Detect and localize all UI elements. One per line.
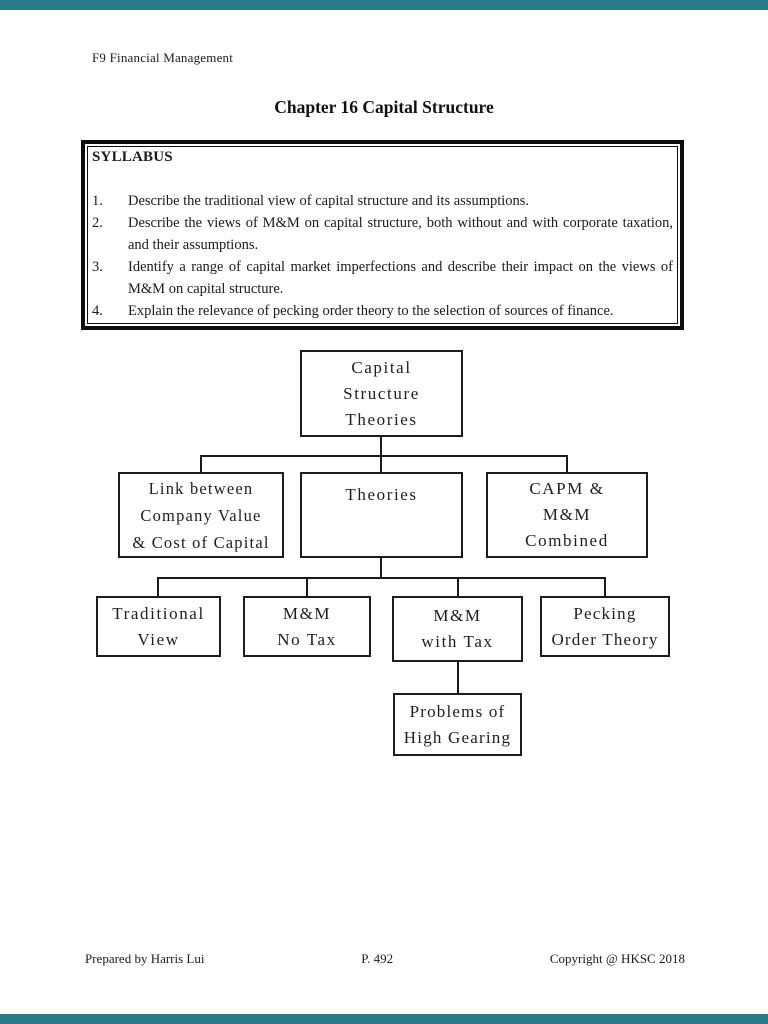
connector-line: [380, 455, 382, 472]
chart-box-capital-structure-theories: Capital Structure Theories: [300, 350, 463, 437]
item-text: Explain the relevance of pecking order t…: [128, 303, 614, 319]
item-text: Describe the traditional view of capital…: [128, 193, 530, 209]
chart-box-mm-no-tax: M&M No Tax: [243, 596, 371, 657]
connector-line: [457, 662, 459, 693]
chart-box-capm-mm-combined: CAPM & M&M Combined: [486, 472, 648, 558]
viewer-background-bottom-strip: [0, 1014, 768, 1024]
item-text: Identify a range of capital market imper…: [128, 259, 673, 297]
connector-line: [457, 577, 459, 596]
viewer-background-top-strip: [0, 0, 768, 10]
chart-box-pecking-order-theory: Pecking Order Theory: [540, 596, 670, 657]
syllabus-item: 4. Explain the relevance of pecking orde…: [92, 300, 673, 322]
connector-line: [306, 577, 308, 596]
page-footer: Prepared by Harris Lui P. 492 Copyright …: [85, 951, 685, 967]
chart-box-traditional-view: Traditional View: [96, 596, 221, 657]
syllabus-item: 3. Identify a range of capital market im…: [92, 256, 673, 300]
syllabus-box-inner: SYLLABUS 1. Describe the traditional vie…: [87, 146, 678, 324]
syllabus-item: 2. Describe the views of M&M on capital …: [92, 212, 673, 256]
connector-line: [200, 455, 202, 472]
item-text: Describe the views of M&M on capital str…: [128, 215, 673, 253]
syllabus-heading: SYLLABUS: [92, 149, 173, 165]
footer-prepared-by: Prepared by Harris Lui: [85, 951, 205, 966]
chart-box-problems-of-high-gearing: Problems of High Gearing: [393, 693, 522, 756]
chart-box-link-company-value-cost-of-capital: Link between Company Value & Cost of Cap…: [118, 472, 284, 558]
page-header-course: F9 Financial Management: [92, 50, 234, 65]
connector-line: [380, 437, 382, 455]
item-number: 4.: [92, 303, 103, 319]
connector-line: [566, 455, 568, 472]
syllabus-item: 1. Describe the traditional view of capi…: [92, 190, 673, 212]
connector-line: [157, 577, 606, 579]
syllabus-box: SYLLABUS 1. Describe the traditional vie…: [81, 140, 684, 330]
item-number: 1.: [92, 193, 103, 209]
connector-line: [380, 558, 382, 577]
connector-line: [604, 577, 606, 596]
chart-box-mm-with-tax: M&M with Tax: [392, 596, 523, 662]
item-number: 2.: [92, 215, 103, 231]
connector-line: [157, 577, 159, 596]
footer-copyright: Copyright @ HKSC 2018: [549, 951, 685, 966]
item-number: 3.: [92, 259, 103, 275]
footer-page-number: P. 492: [361, 951, 394, 966]
chart-box-theories: Theories: [300, 472, 463, 558]
page-title: Chapter 16 Capital Structure: [274, 97, 494, 117]
connector-line: [200, 455, 568, 457]
